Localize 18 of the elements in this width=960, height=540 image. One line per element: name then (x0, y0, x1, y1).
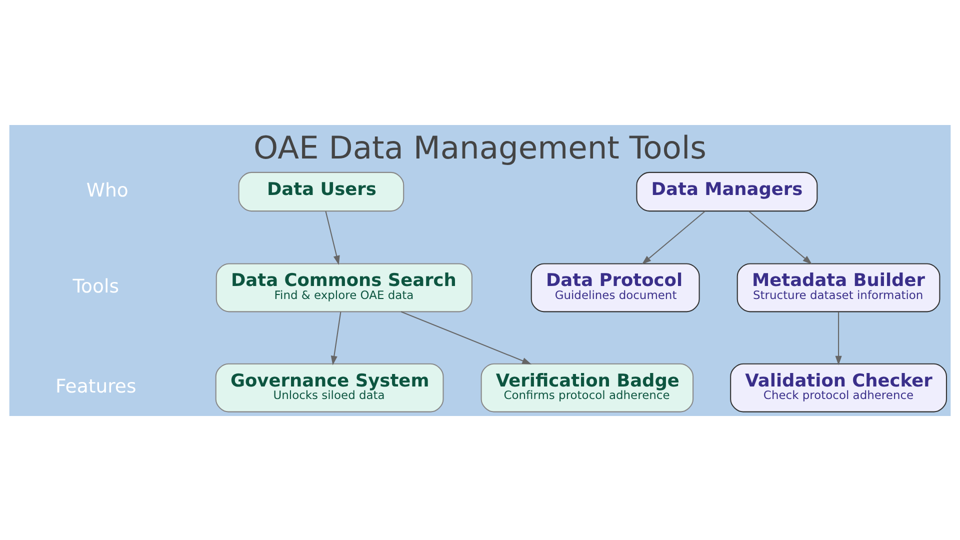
arrow (400, 310, 532, 364)
arrow (748, 210, 812, 264)
node-box: Data Protocol Guidelines document (530, 262, 700, 312)
diagram-title: OAE Data Management Tools (254, 130, 706, 166)
arrow (325, 210, 340, 265)
node-box: Verification Badge Confirms protocol adherence (480, 362, 694, 412)
node-box: Governance System Unlocks siloed data (215, 362, 444, 412)
label: Features (56, 376, 136, 397)
label: Who (86, 180, 128, 201)
arrow (330, 311, 342, 365)
arrow (642, 210, 706, 264)
node-box: Metadata Builder Structure dataset information (736, 262, 940, 312)
node-box: Data Managers (636, 171, 818, 212)
arrow (835, 312, 842, 365)
node-box: Data Users (238, 171, 404, 212)
node-box: Data Commons Search Find & explore OAE data (216, 262, 472, 312)
node-box: Validation Checker Check protocol adherence (730, 362, 947, 412)
label: Tools (72, 276, 120, 297)
